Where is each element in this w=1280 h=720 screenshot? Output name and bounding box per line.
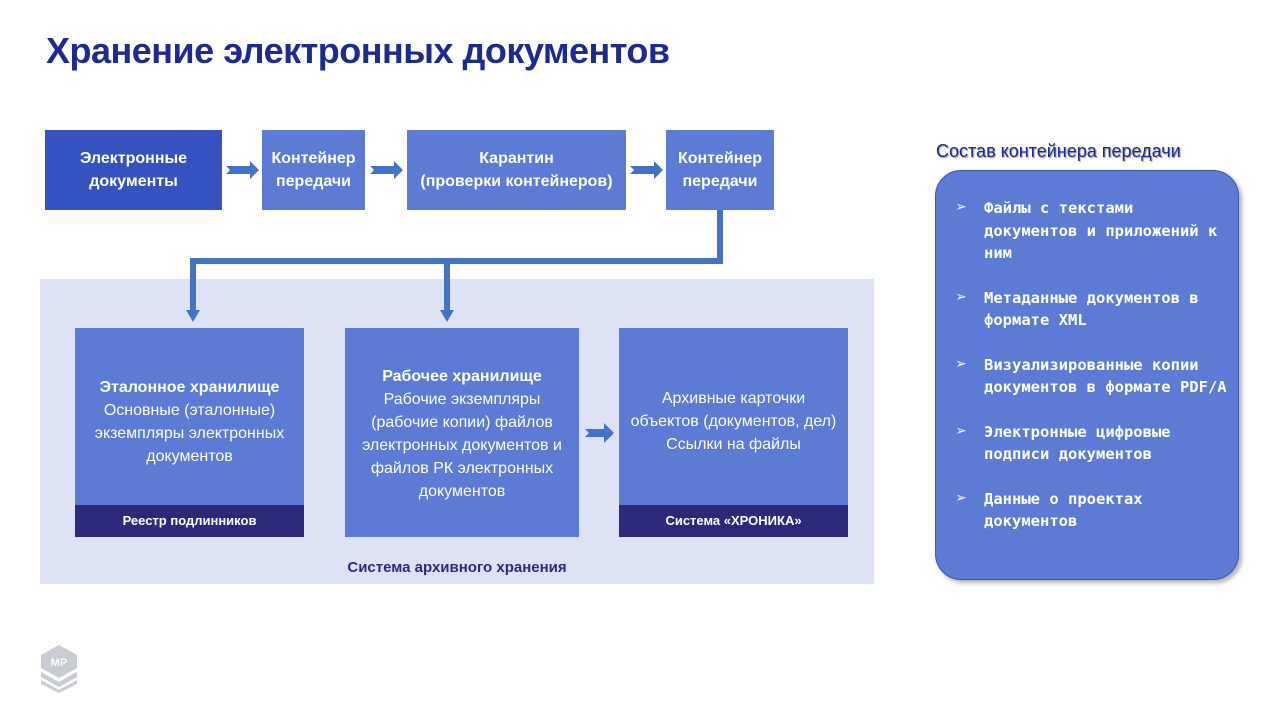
storage-footer: Реестр подлинников (75, 505, 304, 537)
item-text: Визуализированные копии документов в фор… (984, 355, 1227, 397)
flow-step-container-2: Контейнер передачи (666, 130, 774, 210)
storage-footer: Система «ХРОНИКА» (619, 505, 848, 537)
container-title: Состав контейнера передачи (936, 141, 1181, 161)
list-item: ➢ Электронные цифровые подписи документов (956, 421, 1228, 466)
arrow-down-icon (440, 310, 454, 322)
page-title: Хранение электронных документов (46, 30, 670, 71)
arrow-down-icon (186, 310, 200, 322)
arrow-bullet-icon: ➢ (956, 420, 967, 442)
storage-text: Архивные карточки объектов (документов, … (630, 390, 837, 453)
arrow-right-icon (585, 423, 614, 443)
list-item: ➢ Файлы с текстами документов и приложени… (956, 197, 1228, 265)
arrow-right-icon (630, 161, 663, 179)
list-item: ➢ Метаданные документов в формате XML (956, 287, 1228, 332)
arrow-right-icon (370, 161, 403, 179)
connector-line (190, 258, 723, 264)
storage-heading: Эталонное хранилище (99, 379, 280, 396)
flow-step-container: Контейнер передачи (262, 130, 365, 210)
item-text: Метаданные документов в формате XML (984, 288, 1199, 330)
storage-heading: Рабочее хранилище (382, 368, 542, 385)
arrow-bullet-icon: ➢ (956, 286, 967, 308)
container-panel: ➢ Файлы с текстами документов и приложени… (935, 170, 1239, 580)
flow-step-quarantine: Карантин (проверки контейнеров) (407, 130, 626, 210)
item-text: Данные о проектах документов (984, 489, 1143, 531)
arrow-bullet-icon: ➢ (956, 197, 967, 218)
list-item: ➢ Данные о проектах документов (956, 488, 1228, 533)
arrow-bullet-icon: ➢ (956, 487, 967, 509)
flow-step-electronic-docs: Электронные документы (45, 130, 222, 210)
arrow-right-icon (226, 161, 259, 179)
item-text: Электронные цифровые подписи документов (984, 422, 1171, 464)
storage-text: Основные (эталонные) экземпляры электрон… (94, 402, 285, 465)
connector-line (717, 210, 723, 264)
archive-cards: Архивные карточки объектов (документов, … (619, 328, 848, 537)
item-text: Файлы с текстами документов и приложений… (984, 199, 1218, 262)
arrow-bullet-icon: ➢ (956, 353, 967, 375)
list-item: ➢ Визуализированные копии документов в фо… (956, 354, 1228, 399)
system-label: Система архивного хранения (347, 559, 567, 576)
storage-text: Рабочие экземпляры (рабочие копии) файло… (362, 391, 562, 500)
